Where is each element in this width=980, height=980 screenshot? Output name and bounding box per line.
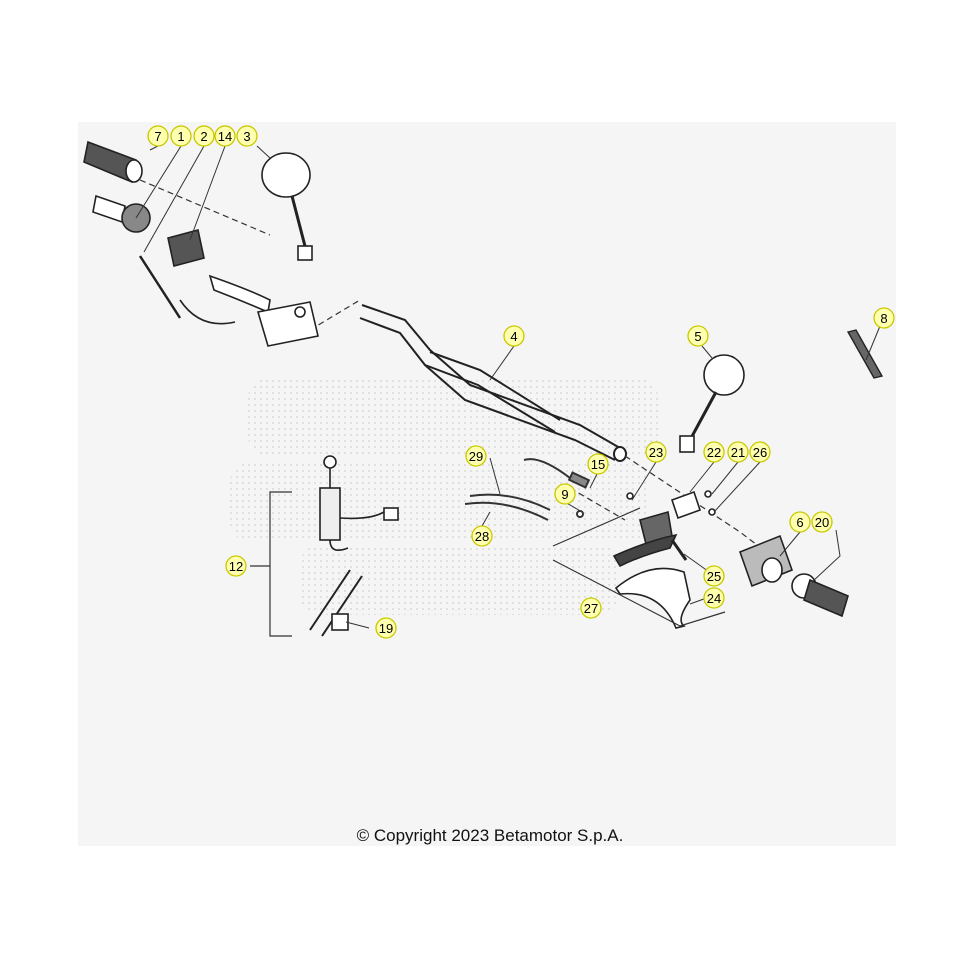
callout-label: 22 (707, 445, 721, 460)
callout-4: 4 (503, 325, 525, 347)
callout-label: 4 (510, 329, 517, 344)
callout-28: 28 (471, 525, 493, 547)
callout-29: 29 (465, 445, 487, 467)
callout-label: 21 (731, 445, 745, 460)
callout-label: 6 (796, 515, 803, 530)
callout-label: 25 (707, 569, 721, 584)
switch-part (309, 455, 399, 637)
callout-2: 2 (193, 125, 215, 147)
callout-label: 5 (694, 329, 701, 344)
callout-14: 14 (214, 125, 236, 147)
callout-5: 5 (687, 325, 709, 347)
clutch-lever-assembly (612, 490, 716, 629)
callout-21: 21 (727, 441, 749, 463)
callout-27: 27 (580, 597, 602, 619)
callout-label: 26 (753, 445, 767, 460)
callout-label: 12 (229, 559, 243, 574)
callout-label: 28 (475, 529, 489, 544)
watermark-logo (230, 378, 658, 615)
callout-8: 8 (873, 307, 895, 329)
leader-lines (135, 145, 881, 629)
callout-20: 20 (811, 511, 833, 533)
callout-label: 24 (707, 591, 721, 606)
handlebar (359, 304, 627, 462)
callout-23: 23 (645, 441, 667, 463)
callout-6: 6 (789, 511, 811, 533)
callout-1: 1 (170, 125, 192, 147)
axis-lines (139, 179, 791, 571)
callout-24: 24 (703, 587, 725, 609)
cables (464, 458, 591, 521)
callout-label: 8 (880, 311, 887, 326)
right-mirror (679, 354, 745, 453)
callout-label: 14 (218, 129, 232, 144)
left-grip (83, 140, 151, 233)
callout-label: 20 (815, 515, 829, 530)
callout-label: 23 (649, 445, 663, 460)
callout-12: 12 (225, 555, 247, 577)
callout-label: 2 (200, 129, 207, 144)
callout-25: 25 (703, 565, 725, 587)
callout-26: 26 (749, 441, 771, 463)
callout-label: 19 (379, 621, 393, 636)
callout-label: 1 (177, 129, 184, 144)
callout-7: 7 (147, 125, 169, 147)
left-lever-assembly (138, 229, 319, 347)
callout-15: 15 (587, 453, 609, 475)
right-grip-assembly (738, 534, 849, 618)
group-brackets (250, 491, 726, 637)
callout-label: 29 (469, 449, 483, 464)
left-mirror (261, 152, 313, 261)
callout-label: 7 (154, 129, 161, 144)
callout-label: 9 (561, 487, 568, 502)
callout-label: 27 (584, 601, 598, 616)
callout-label: 3 (243, 129, 250, 144)
bar-end (846, 329, 884, 379)
callout-label: 15 (591, 457, 605, 472)
callout-22: 22 (703, 441, 725, 463)
callout-9: 9 (554, 483, 576, 505)
callout-3: 3 (236, 125, 258, 147)
copyright-text: © Copyright 2023 Betamotor S.p.A. (356, 826, 624, 845)
callout-19: 19 (375, 617, 397, 639)
